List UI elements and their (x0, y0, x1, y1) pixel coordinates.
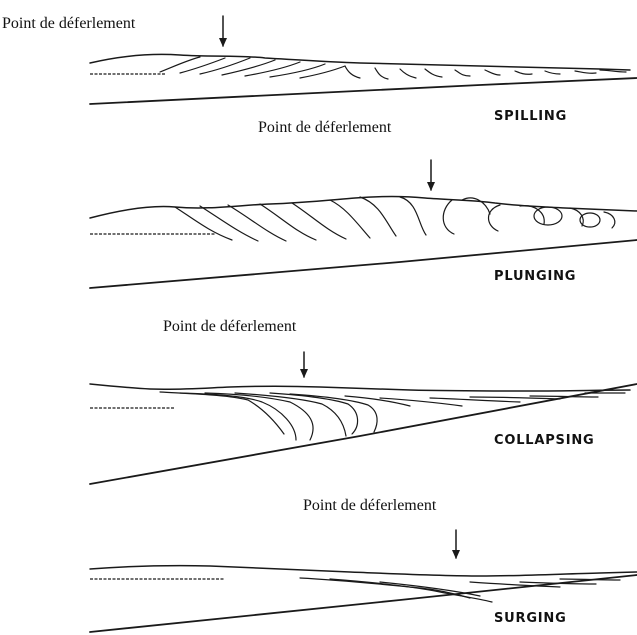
panel-surging: Point de déferlement SURGING (90, 497, 637, 632)
wave-profiles (90, 384, 630, 440)
wave-profiles (90, 566, 637, 602)
beach-slope (90, 78, 637, 104)
breaker-type-label: SPILLING (494, 109, 567, 124)
breaking-point-arrow (219, 16, 227, 47)
breaking-point-arrow (427, 160, 435, 191)
breaking-point-arrow (300, 352, 308, 378)
breaking-point-caption: Point de déferlement (2, 15, 136, 32)
breaking-point-caption: Point de déferlement (163, 318, 297, 335)
breaking-point-caption: Point de déferlement (258, 119, 392, 136)
panel-spilling: Point de déferlement SPILLING (2, 15, 637, 124)
breaking-point-arrow (452, 530, 460, 559)
breaker-type-label: PLUNGING (494, 269, 576, 284)
breaker-type-label: COLLAPSING (494, 433, 595, 448)
breaker-type-label: SURGING (494, 611, 567, 626)
breaking-point-caption: Point de déferlement (303, 497, 437, 514)
panel-collapsing: Point de déferlement COLLAPSING (90, 318, 637, 484)
wave-profiles (90, 54, 630, 79)
panel-plunging: Point de déferlement PLUNGING (90, 119, 637, 288)
